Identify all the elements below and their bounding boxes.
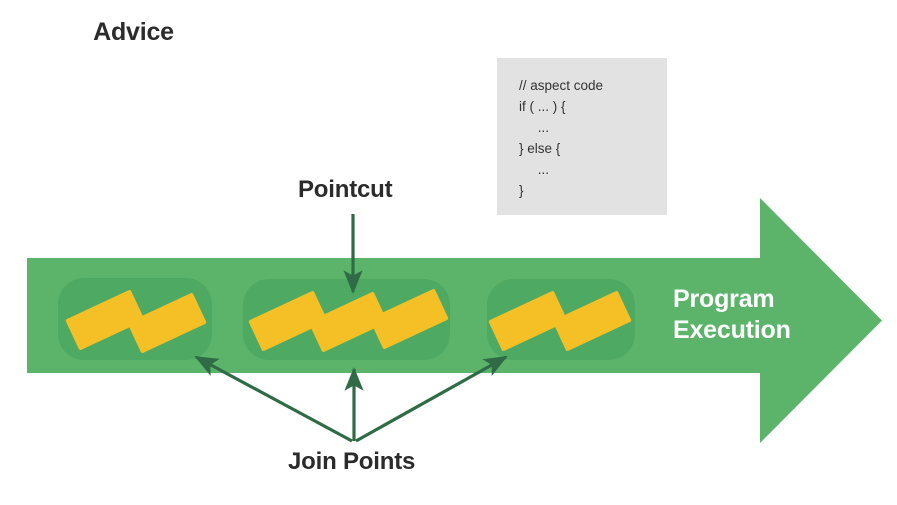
join-points-arrow-right xyxy=(355,355,508,443)
join-point-tile xyxy=(552,291,632,351)
join-points-arrow-left xyxy=(194,355,353,443)
advice-title: Advice xyxy=(93,18,174,46)
program-execution-arrow xyxy=(27,198,882,443)
join-points-label: Join Points xyxy=(288,448,416,475)
pointcut-label: Pointcut xyxy=(298,176,393,203)
join-point-tile xyxy=(369,289,449,349)
join-point-tile xyxy=(65,290,145,350)
program-execution-label: Program Execution xyxy=(673,285,791,344)
join-point-tile xyxy=(127,293,207,353)
join-point-tile xyxy=(248,291,328,351)
advice-code-box: // aspect code if ( ... ) { ... } else {… xyxy=(497,58,667,215)
advice-code-text: // aspect code if ( ... ) { ... } else {… xyxy=(519,78,604,198)
join-point-tiles xyxy=(65,289,632,353)
join-point-tile xyxy=(488,291,568,351)
join-point-tile xyxy=(308,292,388,352)
